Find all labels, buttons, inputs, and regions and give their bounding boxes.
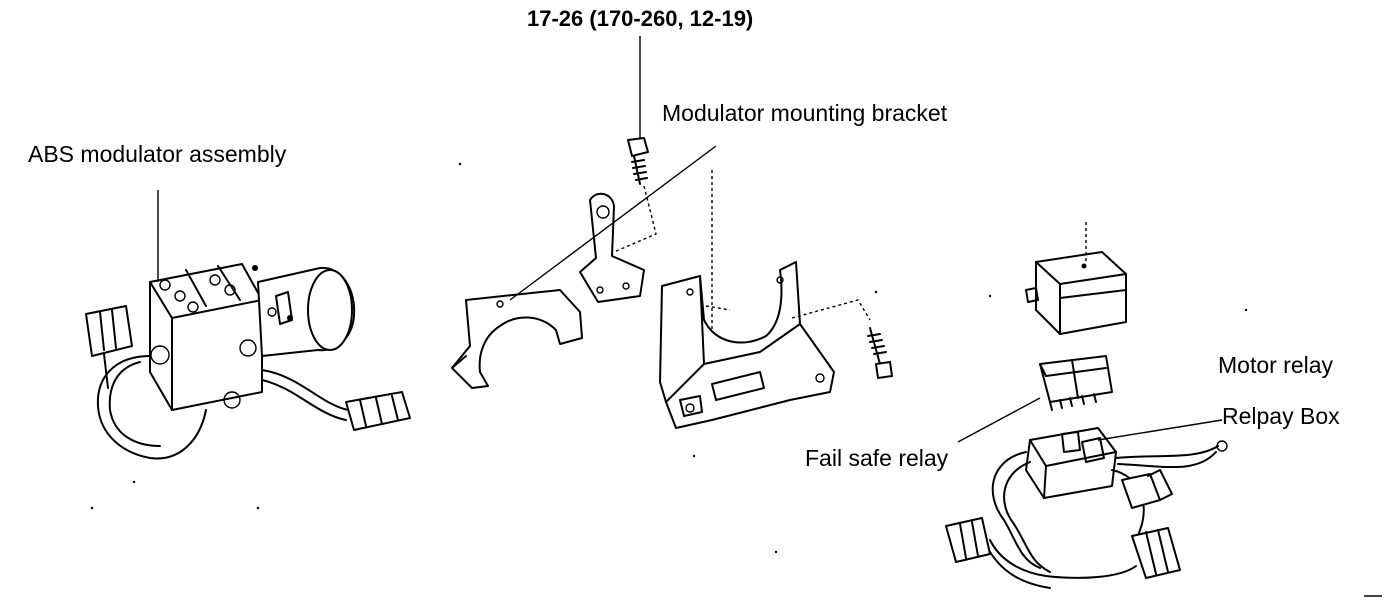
scan-specks xyxy=(90,162,1248,554)
bracket-leader-lines xyxy=(509,145,717,330)
main-mounting-bracket-drawing xyxy=(659,261,871,429)
upper-small-bracket-drawing xyxy=(579,185,657,303)
fail-safe-relay-drawing xyxy=(957,355,1113,443)
motor-relay-label: Motor relay xyxy=(1218,352,1334,378)
relay-box-harness-drawing xyxy=(945,419,1228,589)
bolt-top-drawing xyxy=(627,36,649,185)
motor-relay-drawing xyxy=(1025,222,1127,335)
abs-modulator-assembly-drawing xyxy=(85,263,411,460)
left-curved-bracket-drawing xyxy=(451,289,583,389)
bolt-right-drawing xyxy=(867,327,893,379)
fail-safe-relay-label: Fail safe relay xyxy=(805,445,949,471)
abs-modulator-assembly-label: ABS modulator assembly xyxy=(28,141,287,167)
relpay-box-label: Relpay Box xyxy=(1222,403,1340,429)
modulator-mounting-bracket-label: Modulator mounting bracket xyxy=(662,100,948,126)
torque-spec-label: 17-26 (170-260, 12-19) xyxy=(527,6,754,31)
